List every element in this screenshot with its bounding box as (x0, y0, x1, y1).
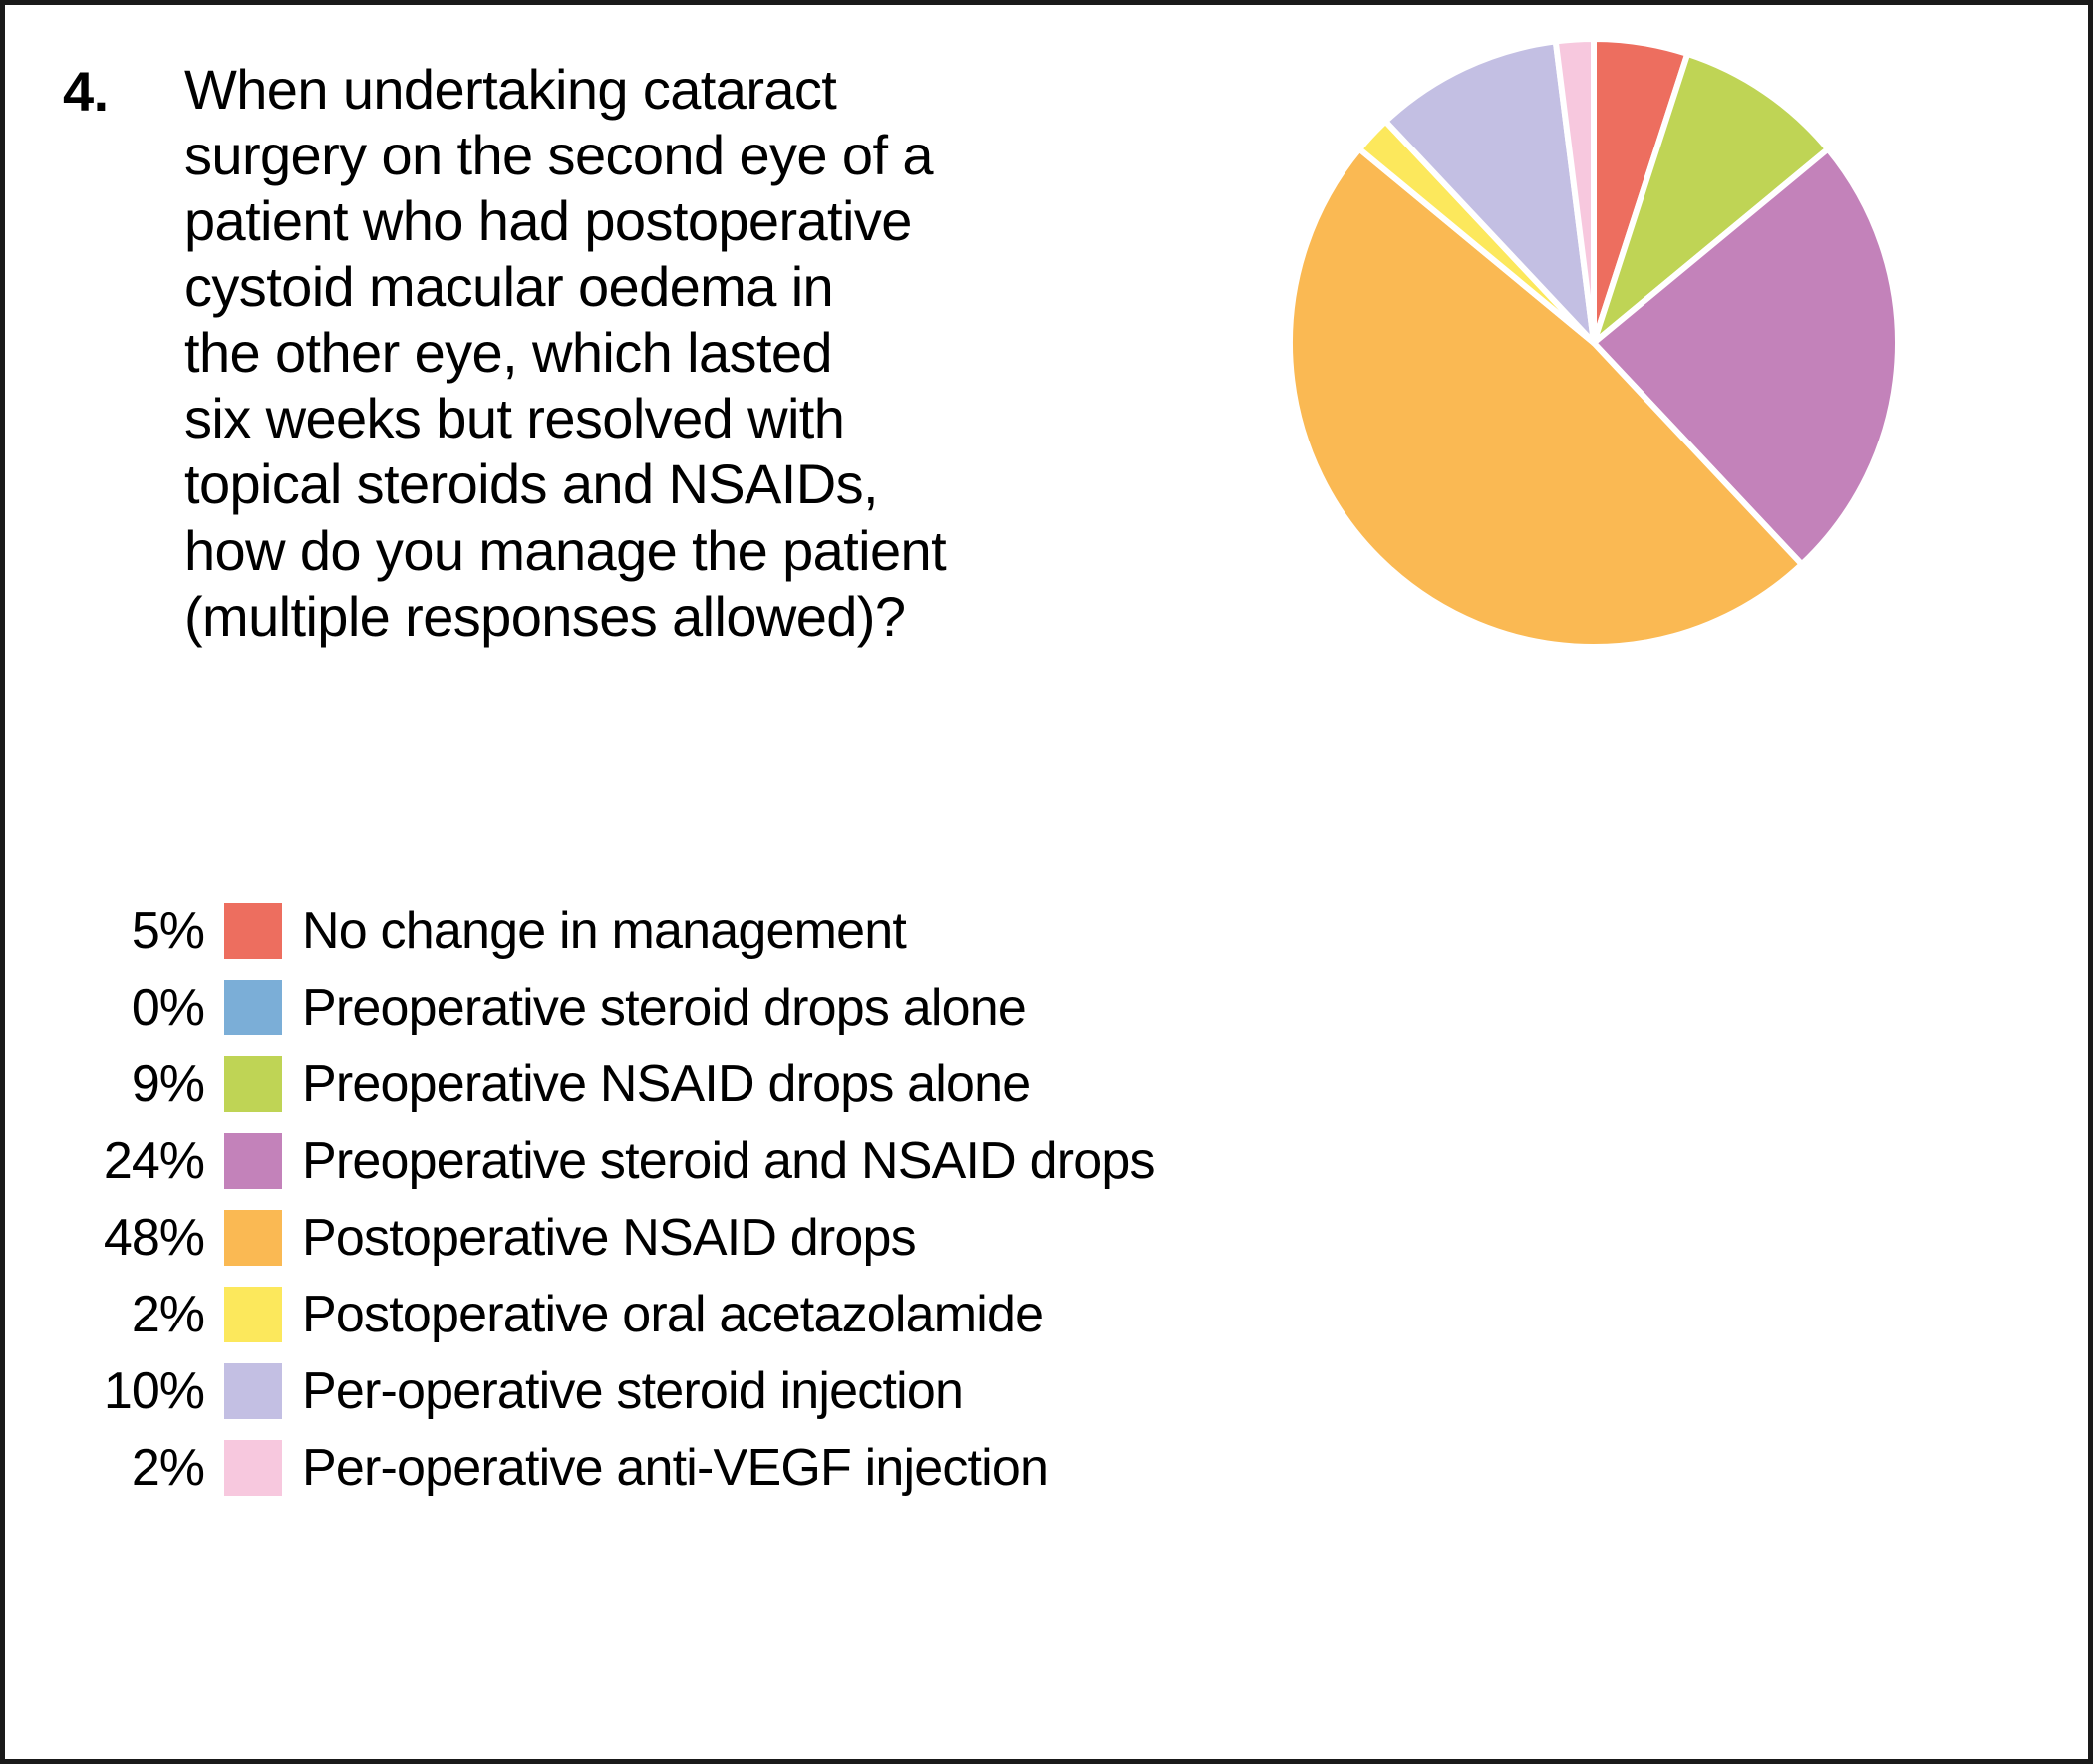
legend-item: 0% Preoperative steroid drops alone (65, 969, 1460, 1045)
legend-label: Per-operative anti-VEGF injection (302, 1438, 1048, 1497)
legend-label: Preoperative steroid and NSAID drops (302, 1131, 1155, 1190)
pie-slices (1287, 36, 1901, 651)
legend-percent: 0% (131, 978, 205, 1036)
pie-slice (1382, 38, 1597, 346)
legend-item: 10% Per-operative steroid injection (65, 1352, 1460, 1429)
legend-percent: 5% (131, 901, 205, 960)
legend-label: Preoperative steroid drops alone (302, 978, 1027, 1036)
chart-legend: 5% No change in management 0% Preoperative … (65, 892, 1460, 1506)
legend-item: 2% Postoperative oral acetazolamide (65, 1276, 1460, 1352)
legend-percent: 48% (103, 1208, 205, 1267)
legend-color-swatch (224, 1209, 282, 1266)
pie-slice (1591, 146, 1901, 568)
question-text: When undertaking cataract surgery on the… (184, 58, 947, 648)
question-block: 4. When undertaking cataract surgery on … (63, 57, 1149, 650)
question-number: 4. (63, 60, 109, 123)
legend-item: 9% Preoperative NSAID drops alone (65, 1045, 1460, 1122)
pie-slice (1591, 50, 1832, 346)
legend-label: Postoperative oral acetazolamide (302, 1285, 1044, 1343)
legend-color-swatch (224, 979, 282, 1035)
legend-percent: 2% (131, 1285, 205, 1343)
legend-percent: 9% (131, 1054, 205, 1113)
pie-chart-svg (1287, 36, 1901, 651)
legend-percent: 24% (103, 1131, 205, 1190)
legend-color-swatch (224, 902, 282, 959)
legend-color-swatch (224, 1286, 282, 1342)
legend-label: No change in management (302, 901, 907, 960)
pie-chart (1200, 33, 1987, 653)
legend-percent: 2% (131, 1438, 205, 1497)
legend-percent: 10% (103, 1361, 205, 1420)
legend-color-swatch (224, 1055, 282, 1112)
legend-color-swatch (224, 1439, 282, 1496)
legend-label: Preoperative NSAID drops alone (302, 1054, 1031, 1113)
legend-item: 24% Preoperative steroid and NSAID drops (65, 1122, 1460, 1199)
legend-color-swatch (224, 1132, 282, 1189)
pie-slice (1287, 146, 1805, 651)
legend-item: 2% Per-operative anti-VEGF injection (65, 1429, 1460, 1506)
legend-label: Per-operative steroid injection (302, 1361, 964, 1420)
legend-label: Postoperative NSAID drops (302, 1208, 917, 1267)
pie-slice (1552, 36, 1597, 346)
legend-item: 48% Postoperative NSAID drops (65, 1199, 1460, 1276)
legend-color-swatch (224, 1362, 282, 1419)
legend-item: 5% No change in management (65, 892, 1460, 969)
